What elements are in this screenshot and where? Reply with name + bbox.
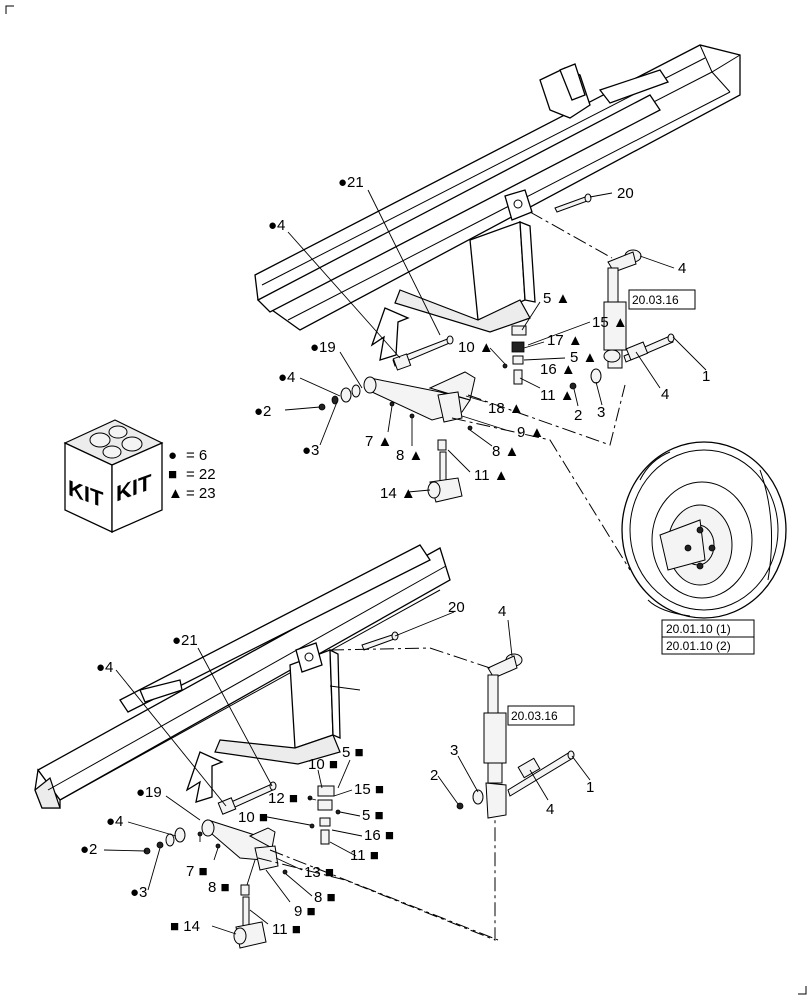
callout-upper-2-left: ●2 [254, 403, 271, 420]
callout-upper-18: 18 ▲ [488, 400, 524, 417]
upper-assembly [254, 44, 741, 571]
lower-cylinder-pin [456, 750, 575, 810]
upper-pivot-pin [392, 335, 454, 371]
callout-lower-4-top: 4 [498, 603, 506, 620]
callout-upper-8a: 8 ▲ [396, 447, 423, 464]
callout-upper-8b: 8 ▲ [492, 443, 519, 460]
callout-upper-5b: 5 ▲ [570, 349, 597, 366]
callout-upper-16: 16 ▲ [540, 361, 576, 378]
upper-walking-beam [363, 371, 476, 423]
lower-direction-arrow [185, 751, 224, 803]
kit-legend-triangle-count: = 23 [186, 485, 216, 502]
kit-legend-circle-symbol: ● [168, 447, 177, 464]
lower-left-hardware [143, 827, 288, 875]
lower-spring-stack [307, 785, 341, 845]
callout-lower-12: 12 ■ [268, 790, 298, 807]
callout-lower-20: 20 [448, 599, 465, 616]
ref-box-wheel-2[interactable] [661, 636, 755, 655]
callout-lower-1: 1 [586, 779, 594, 796]
upper-cylinder-pin [569, 333, 675, 390]
callout-upper-3-left: ●3 [302, 442, 319, 459]
ref-box-cylinder-lower[interactable] [507, 705, 575, 726]
upper-pin-20 [554, 193, 592, 213]
kit-box: KIT KIT [63, 419, 164, 534]
kit-legend-square-count: = 22 [186, 466, 216, 483]
callout-lower-4-right: 4 [546, 801, 554, 818]
ref-box-cylinder-upper-label: 20.03.16 [632, 293, 679, 307]
lower-hydraulic-cylinder [483, 653, 523, 819]
ref-box-wheel-2-label: 20.01.10 (2) [666, 639, 731, 653]
callout-upper-19: ●19 [310, 339, 336, 356]
callout-upper-4-mid: ●4 [278, 369, 295, 386]
callout-upper-15: 15 ▲ [592, 314, 628, 331]
callout-lower-8a: 8 ■ [208, 879, 230, 896]
callout-lower-4-left: ●4 [96, 659, 113, 676]
callout-lower-5b: 5 ■ [362, 807, 384, 824]
callout-upper-7: 7 ▲ [365, 433, 392, 450]
callout-lower-14: ■ 14 [170, 918, 200, 935]
callout-lower-4-mid: ●4 [106, 813, 123, 830]
callout-upper-10: 10 ▲ [458, 339, 494, 356]
callout-lower-11a: 11 ■ [350, 847, 379, 864]
callout-upper-17: 17 ▲ [547, 332, 583, 349]
callout-upper-14: 14 ▲ [380, 485, 416, 502]
callout-upper-4-top-right: 4 [678, 260, 686, 277]
kit-fittings-icon [89, 425, 143, 459]
callout-lower-3-right: 3 [450, 742, 458, 759]
ref-box-cylinder-upper[interactable] [628, 289, 696, 310]
callout-lower-10b: 10 ■ [238, 809, 268, 826]
callout-lower-7: 7 ■ [186, 863, 208, 880]
callout-lower-19: ●19 [136, 784, 162, 801]
lower-assembly [34, 544, 575, 949]
callout-upper-9: 9 ▲ [517, 424, 544, 441]
callout-lower-9: 9 ■ [294, 903, 316, 920]
callout-upper-3-right: 3 [597, 404, 605, 421]
reference-boxes: 20.03.16 20.03.16 20.01.10 (1) 20.01.10 … [507, 289, 755, 726]
kit-legend: ● = 6 ■ = 22 ▲ = 23 [168, 447, 216, 502]
callout-lower-2-left: ●2 [80, 841, 97, 858]
callout-upper-1: 1 [702, 368, 710, 385]
lower-lower-rod [233, 859, 267, 949]
lower-axle-mount [214, 642, 361, 765]
ref-box-wheel-1-label: 20.01.10 (1) [666, 622, 731, 636]
upper-axle-mount [394, 189, 536, 333]
lower-walking-beam [201, 819, 279, 871]
callout-lower-13: 13 ■ [304, 864, 334, 881]
callout-upper-5a: 5 ▲ [543, 290, 570, 307]
kit-legend-triangle-symbol: ▲ [168, 485, 183, 502]
upper-spring-stack [502, 325, 527, 385]
callouts-lower: ●21 ●4 20 4 5 ■ 10 ■ 12 ■ 15 ■ ●19 ●4 10… [80, 599, 594, 938]
upper-direction-arrow [370, 307, 410, 361]
callout-lower-5a: 5 ■ [342, 744, 364, 761]
ref-box-cylinder-lower-label: 20.03.16 [511, 709, 558, 723]
callout-lower-11b: 11 ■ [272, 921, 301, 938]
kit-legend-circle-count: = 6 [186, 447, 207, 464]
callout-upper-20: 20 [617, 185, 634, 202]
callout-upper-4-left: ●4 [268, 217, 285, 234]
callout-lower-3-left: ●3 [130, 884, 147, 901]
callout-upper-2-right: 2 [574, 407, 582, 424]
wheel-assembly [621, 441, 787, 619]
lower-pin-20 [361, 631, 399, 651]
callout-lower-8b: 8 ■ [314, 889, 336, 906]
callout-lower-16: 16 ■ [364, 827, 394, 844]
callout-lower-21: ●21 [172, 632, 198, 649]
crop-marks [5, 5, 807, 995]
upper-left-hardware [318, 384, 473, 431]
upper-hydraulic-cylinder [603, 249, 642, 369]
callout-lower-2-right: 2 [430, 767, 438, 784]
callout-upper-21: ●21 [338, 174, 364, 191]
callout-lower-10a: 10 ■ [308, 756, 338, 773]
callouts-upper: ●21 ●4 ●19 ●4 ●2 ●3 20 4 5 ▲ 15 ▲ 10 ▲ 1… [254, 174, 710, 502]
upper-lower-rod [427, 439, 463, 503]
kit-legend-square-symbol: ■ [168, 466, 177, 483]
callout-upper-11a: 11 ▲ [540, 387, 575, 404]
leader-lines [103, 189, 707, 935]
callout-lower-15: 15 ■ [354, 781, 384, 798]
lower-frame-beam [34, 544, 451, 809]
callout-upper-11b: 11 ▲ [474, 467, 509, 484]
upper-frame-beam [254, 44, 741, 331]
callout-upper-4-right: 4 [661, 386, 669, 403]
